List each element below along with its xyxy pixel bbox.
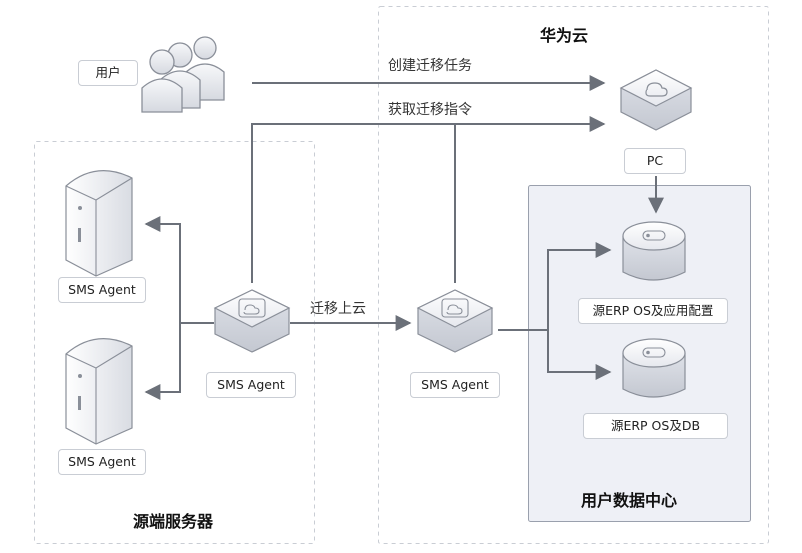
cloud-agent-cube-icon [416, 289, 494, 353]
source-server-bottom-icon [65, 338, 133, 445]
sms-agent-cloud-label: SMS Agent [410, 372, 500, 398]
edge-to-erp-app [547, 242, 612, 330]
erp-app-cylinder-icon [622, 221, 686, 281]
sms-agent-source-center-label: SMS Agent [206, 372, 296, 398]
erp-os-app-label: 源ERP OS及应用配置 [578, 298, 728, 324]
edge-to-erp-db [547, 330, 612, 380]
edge-agent-to-server-top [144, 216, 214, 324]
erp-os-db-label: 源ERP OS及DB [583, 413, 728, 439]
source-servers-title: 源端服务器 [133, 512, 214, 531]
get-instruction-label: 获取迁移指令 [388, 102, 472, 118]
edge-get-instruction [251, 116, 606, 283]
pc-label: PC [624, 148, 686, 174]
user-group-icon [141, 36, 225, 113]
sms-agent-source-top-label: SMS Agent [58, 277, 146, 303]
create-task-label: 创建迁移任务 [388, 58, 472, 74]
huawei-cloud-title: 华为云 [540, 26, 589, 45]
sms-agent-source-bottom-label: SMS Agent [58, 449, 146, 475]
user-label: 用户 [78, 60, 138, 86]
source-agent-cube-icon [213, 289, 291, 353]
erp-db-cylinder-icon [622, 338, 686, 398]
huawei-cloud-region [378, 6, 769, 544]
pc-cube-icon [619, 69, 693, 131]
edge-agent-to-server-bottom [144, 323, 181, 400]
user-datacenter-title: 用户数据中心 [581, 491, 678, 510]
edges [144, 75, 664, 400]
migrate-to-cloud-label: 迁移上云 [310, 301, 366, 317]
source-server-top-icon [65, 170, 133, 277]
source-server-region [34, 141, 315, 544]
